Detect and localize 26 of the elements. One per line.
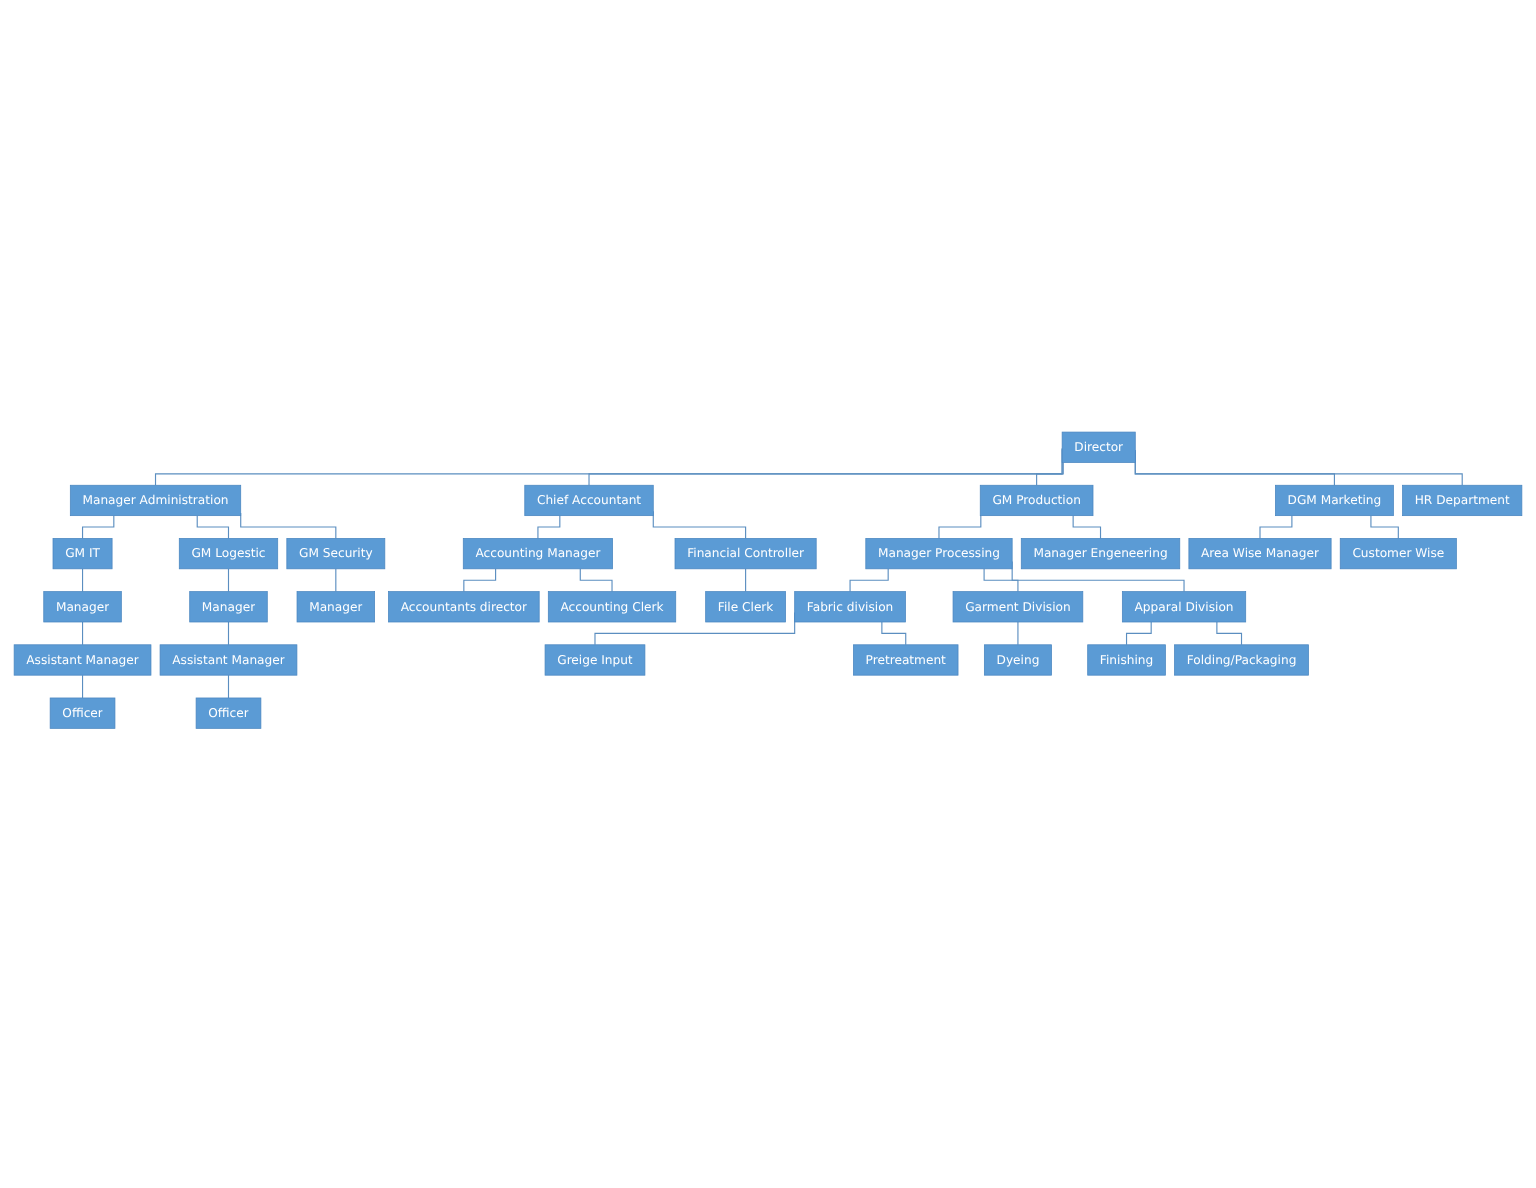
connector (1072, 514, 1102, 539)
connector (881, 621, 907, 646)
connector (196, 514, 230, 539)
connector (240, 512, 337, 539)
connector (745, 568, 747, 592)
connector (1125, 621, 1152, 646)
connector (335, 568, 337, 592)
connector (1370, 514, 1399, 539)
connector (82, 514, 115, 539)
connector (227, 621, 230, 646)
connector (849, 568, 889, 592)
connector (82, 674, 84, 699)
connector (227, 568, 230, 592)
connector (983, 568, 1019, 592)
connector (227, 674, 230, 699)
connector (463, 568, 497, 592)
connector (537, 514, 561, 539)
connector (1036, 461, 1064, 486)
connector (938, 514, 982, 539)
connector (82, 621, 84, 646)
connector (1259, 514, 1293, 539)
connector (1216, 621, 1243, 646)
connector (579, 568, 613, 592)
connector (652, 510, 747, 539)
connector (1017, 621, 1019, 646)
connector (82, 568, 84, 592)
